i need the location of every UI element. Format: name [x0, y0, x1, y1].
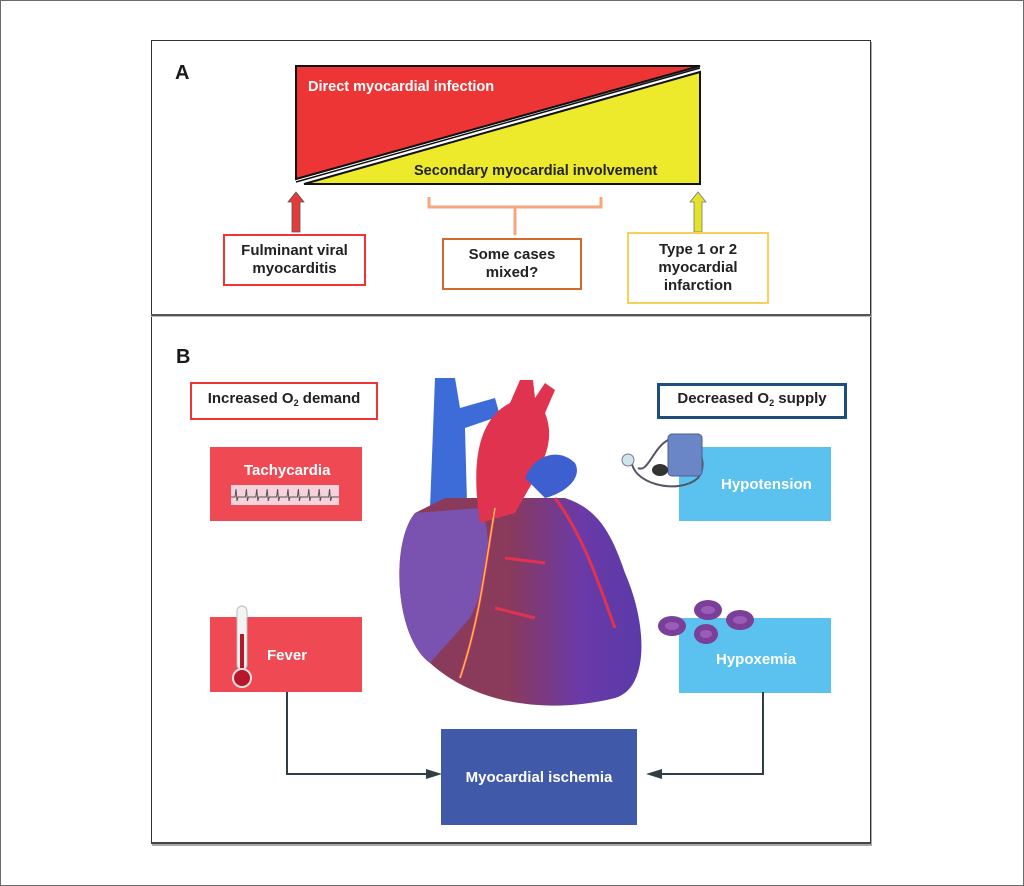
- hypoxemia-label: Hypoxemia: [716, 651, 797, 668]
- connector-arrows: [286, 692, 764, 779]
- hypotension-box: [679, 447, 831, 521]
- red-up-arrow-icon: [287, 191, 305, 233]
- subscript: 2: [769, 398, 775, 408]
- increased-o2-demand-header: Increased O2 demand: [190, 382, 378, 420]
- yellow-up-arrow-icon: [689, 191, 707, 233]
- ecg-strip-icon: [231, 485, 339, 505]
- pulmonary-artery: [525, 454, 577, 498]
- header-text: Decreased O: [677, 390, 770, 407]
- subscript: 2: [293, 398, 299, 408]
- fever-label: Fever: [267, 647, 308, 664]
- left-connector: [286, 692, 430, 775]
- secondary-involvement-region: [303, 70, 701, 185]
- right-arrowhead-icon: [646, 769, 662, 779]
- thermometer-icon: [232, 605, 252, 688]
- superior-vena-cava: [430, 378, 500, 508]
- secondary-involvement-label: Secondary myocardial involvement: [414, 163, 658, 179]
- box-text-line: infarction: [663, 277, 733, 294]
- header-text: supply: [774, 390, 827, 407]
- box-text-line: Fulminant viral: [241, 242, 348, 259]
- left-arrowhead-icon: [426, 769, 442, 779]
- right-atrium: [399, 508, 489, 663]
- tachycardia-label: Tachycardia: [244, 462, 331, 479]
- tachycardia-box: [210, 447, 362, 521]
- box-text-line: Some cases: [468, 246, 556, 263]
- box-text-line: myocardial: [658, 259, 738, 276]
- direct-infection-region: [295, 65, 701, 181]
- hypotension-label: Hypotension: [721, 476, 812, 493]
- panel-divider: [151, 314, 871, 316]
- heart-illustration: [399, 378, 642, 706]
- myocardial-ischemia-box: Myocardial ischemia: [441, 729, 637, 825]
- panel-a-letter: A: [175, 62, 190, 84]
- red-blood-cells-icon: [658, 600, 754, 644]
- panel-b-letter: B: [176, 346, 191, 368]
- box-text-line: myocarditis: [252, 260, 337, 277]
- myocardial-ischemia-label: Myocardial ischemia: [465, 768, 613, 786]
- box-text-line: Type 1 or 2: [658, 241, 738, 258]
- decreased-o2-supply-header: Decreased O2 supply: [657, 383, 847, 419]
- spectrum-triangle: [295, 65, 701, 185]
- box-text-line: mixed?: [485, 264, 539, 281]
- header-text: demand: [298, 390, 361, 407]
- mixed-bracket-icon: [427, 197, 603, 235]
- direct-infection-label: Direct myocardial infection: [308, 79, 495, 95]
- header-text: Increased O: [207, 390, 294, 407]
- right-connector: [658, 692, 764, 775]
- blood-pressure-cuff-icon: [621, 433, 704, 488]
- aorta: [476, 380, 555, 523]
